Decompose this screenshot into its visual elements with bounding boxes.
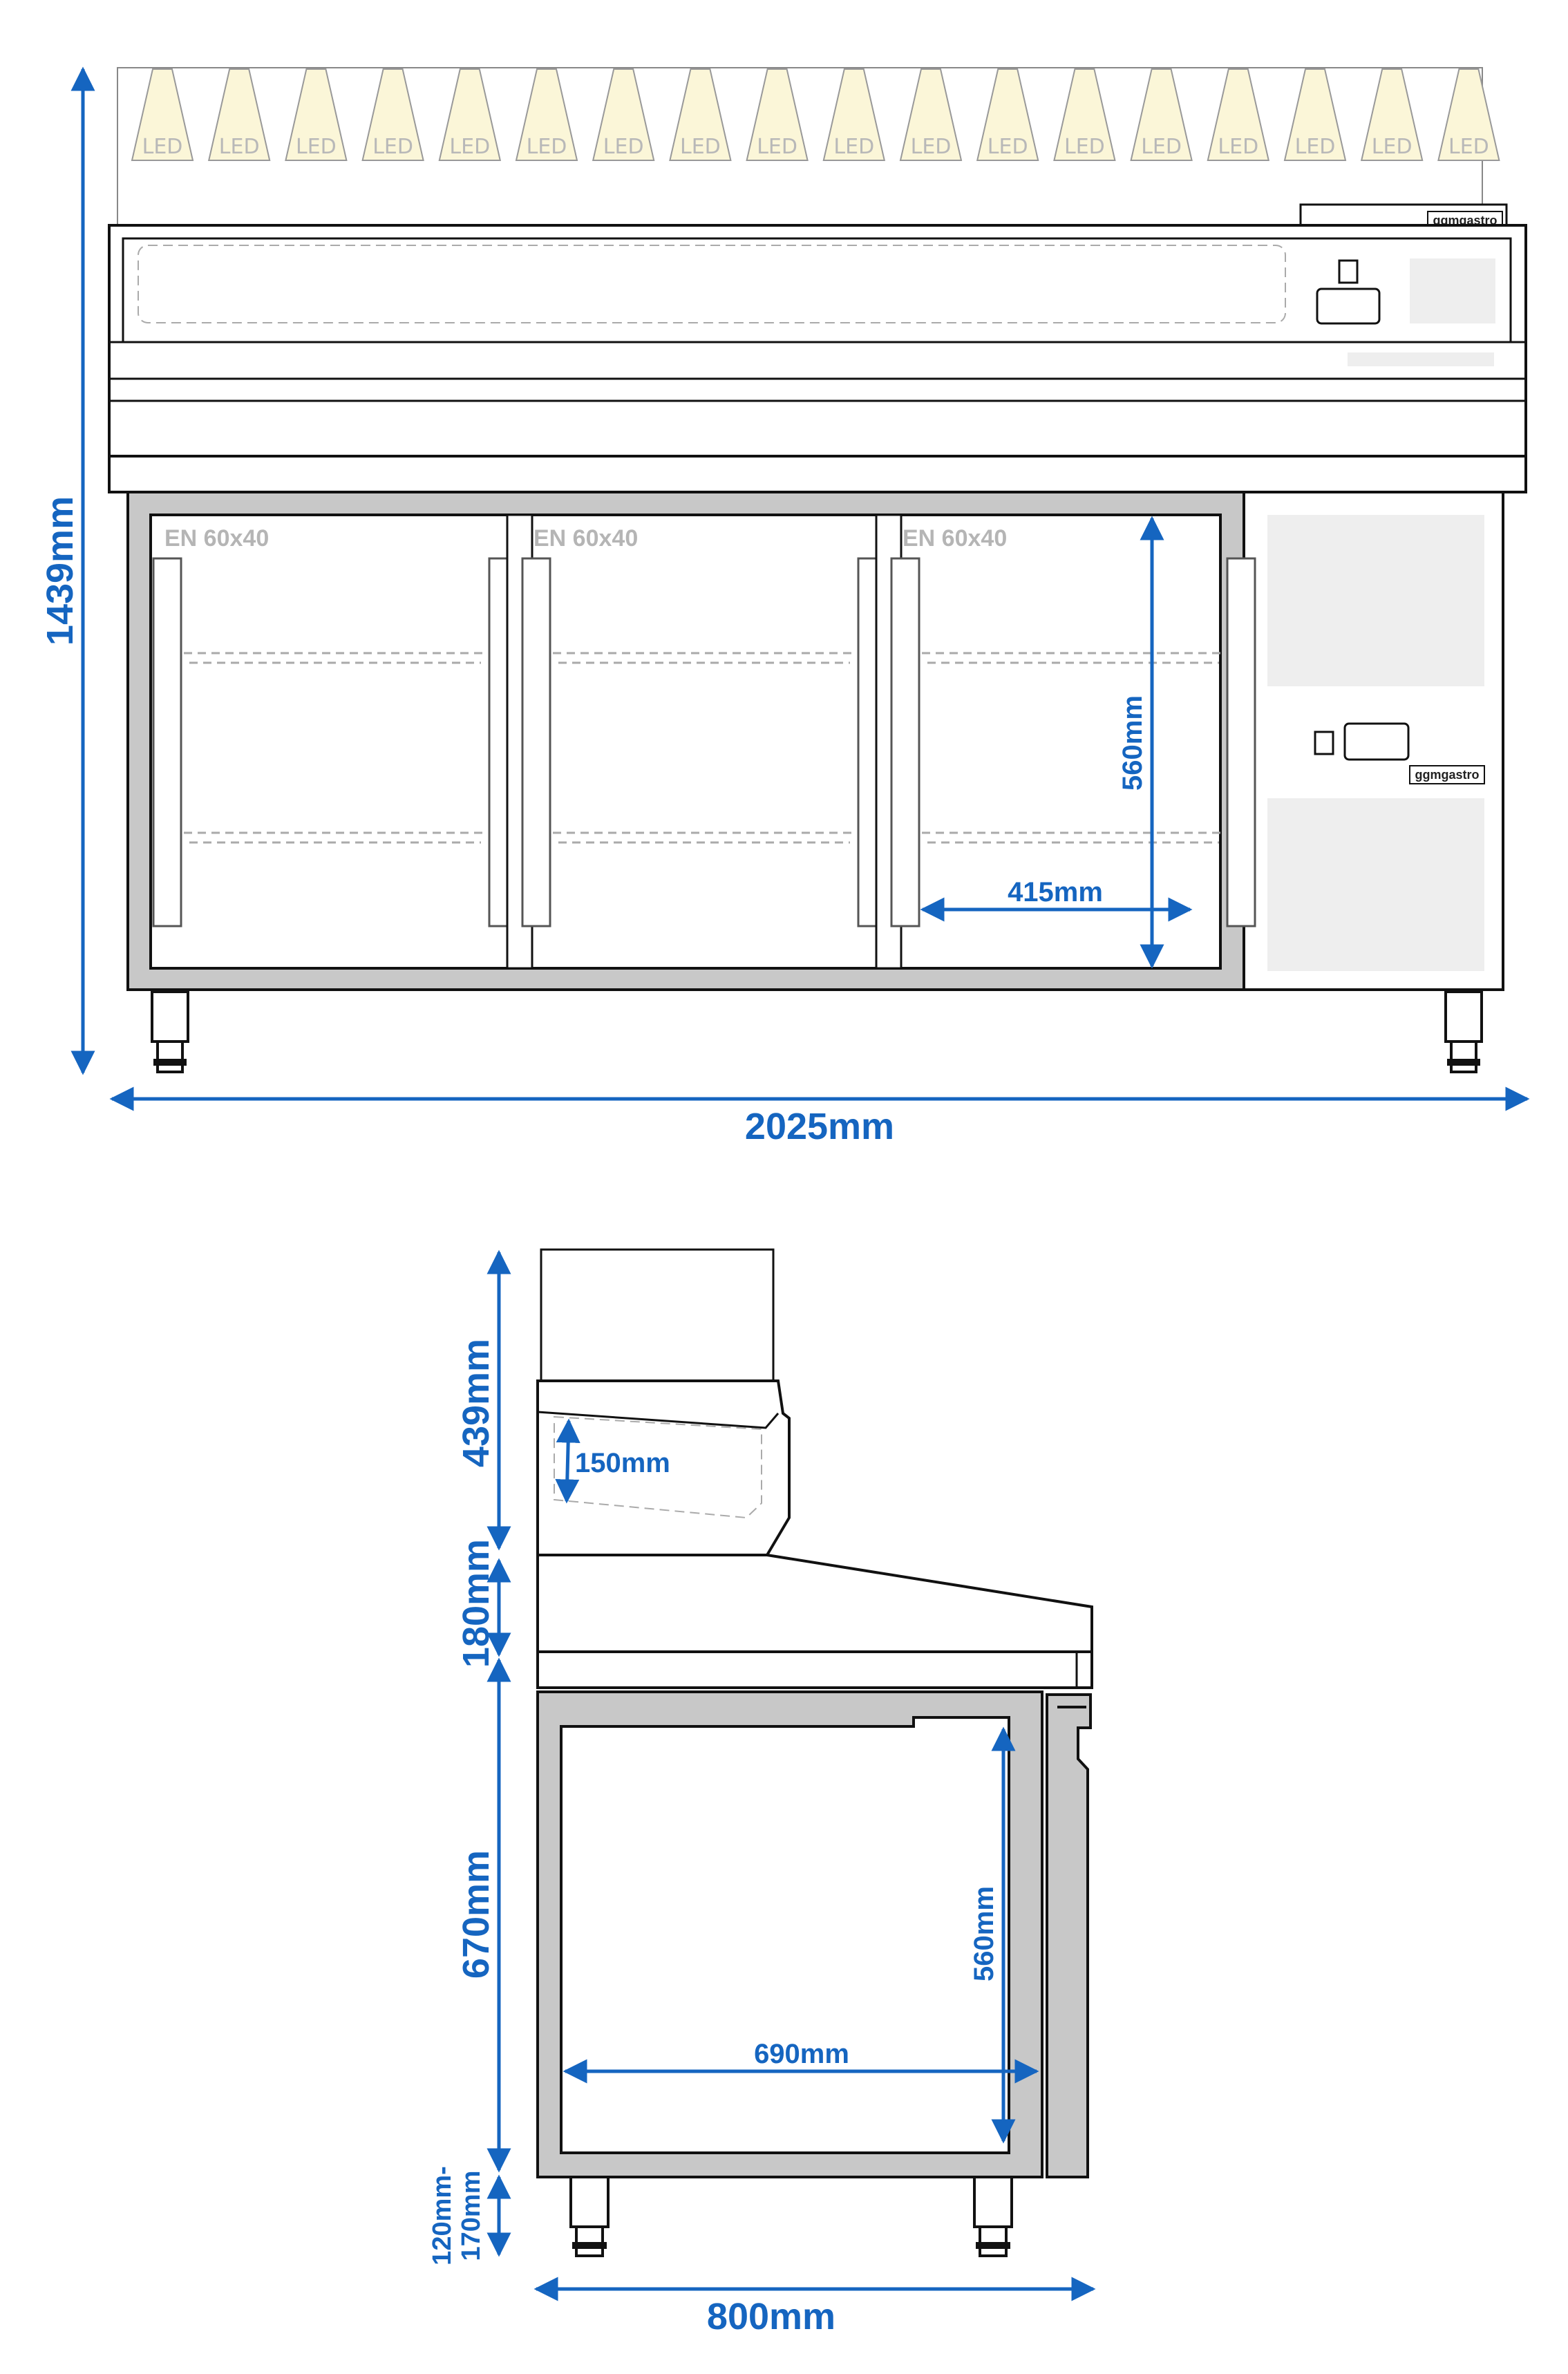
dim-line-pan-depth: [555, 1418, 580, 1504]
led-label: LED: [1295, 135, 1336, 159]
led-label: LED: [142, 135, 183, 159]
led-light-icon: [592, 68, 655, 161]
side-leg-right: [973, 2176, 1013, 2228]
top-vent-panel: [1410, 258, 1495, 323]
led-light-icon: [207, 68, 271, 161]
led-label: LED: [1141, 135, 1182, 159]
led-label: LED: [680, 135, 721, 159]
led-light-icon: [515, 68, 578, 161]
top-control-button: [1338, 259, 1359, 284]
led-label: LED: [1372, 135, 1413, 159]
led-lights: LED LED LED LED LED LED LED LED LED LED LED LED LED L…: [131, 68, 1500, 161]
dim-total-depth: 800mm: [707, 2296, 835, 2337]
brand-logo-cabinet: ggmgastro: [1415, 768, 1479, 782]
side-glass-hood: [540, 1248, 775, 1382]
compressor-vent-lower: [1267, 798, 1484, 971]
compartments: EN 60x40 EN 60x40 EN 60x40: [152, 514, 1256, 970]
dim-body-height: 670mm: [455, 1850, 497, 1979]
dim-inner-height: 560mm: [1117, 695, 1148, 791]
led-label: LED: [757, 135, 797, 159]
led-label: LED: [449, 135, 490, 159]
led-light-icon: [822, 68, 886, 161]
side-interior: [560, 1716, 1010, 2154]
cabinet-control-display: [1343, 722, 1410, 761]
led-label: LED: [219, 135, 260, 159]
front-leg-right: [1444, 990, 1483, 1043]
side-door: [1046, 1693, 1092, 2178]
led-label: LED: [1064, 135, 1105, 159]
led-label: LED: [833, 135, 874, 159]
dim-top-height: 439mm: [455, 1339, 497, 1467]
top-control-display: [1316, 288, 1381, 325]
compartment-label: EN 60x40: [533, 525, 638, 552]
dim-leg-height-line2: 170mm: [457, 2171, 486, 2261]
led-light-icon: [746, 68, 809, 161]
front-leg-left: [151, 990, 189, 1043]
dim-total-height: 1439mm: [39, 496, 81, 646]
dim-inner-depth: 690mm: [754, 2039, 849, 2069]
led-label: LED: [372, 135, 413, 159]
compressor-vent-upper: [1267, 515, 1484, 686]
led-light-icon: [669, 68, 732, 161]
dim-total-width: 2025mm: [745, 1106, 894, 1147]
dim-leg-height-line1: 120mm-: [428, 2166, 457, 2265]
led-light-icon: [1283, 68, 1347, 161]
led-light-icon: [899, 68, 963, 161]
led-light-icon: [1207, 68, 1270, 161]
dim-inner-height-side: 560mm: [969, 1886, 999, 1981]
led-light-icon: [1053, 68, 1116, 161]
led-label: LED: [1218, 135, 1258, 159]
led-light-icon: [361, 68, 424, 161]
compartment: EN 60x40: [506, 514, 887, 970]
led-label: LED: [988, 135, 1028, 159]
side-pan-outline: [554, 1415, 762, 1519]
led-light-icon: [976, 68, 1039, 161]
side-view: 439mm 180mm 670mm 120mm- 170mm 150mm 560…: [428, 1248, 1096, 2337]
dim-pan-depth: 150mm: [575, 1448, 670, 1478]
dim-inner-width: 415mm: [1008, 877, 1103, 907]
led-light-icon: [1437, 68, 1500, 161]
led-label: LED: [603, 135, 644, 159]
led-light-icon: [131, 68, 194, 161]
pan-outline: [138, 245, 1286, 323]
led-light-icon: [285, 68, 348, 161]
led-light-icon: [438, 68, 502, 161]
compartment: EN 60x40: [875, 514, 1256, 970]
led-light-icon: [1360, 68, 1424, 161]
compartment-label: EN 60x40: [903, 525, 1007, 552]
front-view: LED LED LED LED LED LED LED LED LED LED LED LED LED L…: [39, 66, 1530, 1147]
led-label: LED: [911, 135, 952, 159]
led-label: LED: [527, 135, 567, 159]
led-label: LED: [1448, 135, 1489, 159]
side-middle-section: [536, 1554, 1093, 1653]
side-leg-left: [569, 2176, 610, 2228]
compartment-label: EN 60x40: [164, 525, 269, 552]
cabinet-control-button: [1314, 731, 1334, 755]
dim-middle-height: 180mm: [455, 1539, 497, 1668]
led-label: LED: [296, 135, 337, 159]
led-light-icon: [1130, 68, 1193, 161]
